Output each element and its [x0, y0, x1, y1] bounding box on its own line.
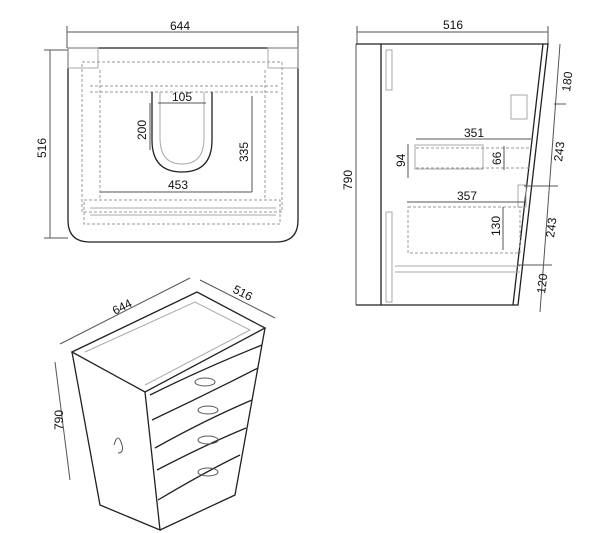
drawer1-depth-label: 351: [464, 126, 484, 140]
drain-height-label: 200: [135, 120, 149, 140]
side-handle-icon: [113, 437, 123, 454]
drawer2-depth-label: 357: [457, 189, 477, 203]
inner-height-label: 335: [237, 142, 251, 162]
iso-depth-label: 516: [231, 282, 255, 304]
drawer-handle-icon: [194, 377, 219, 477]
drain-width-label: 105: [172, 90, 192, 104]
iso-height-label: 790: [52, 410, 66, 430]
top-view: 644 516 105 200 335 453: [35, 19, 299, 243]
inner-width-label: 453: [168, 178, 188, 192]
seg-mid1-label: 243: [551, 140, 567, 162]
drawer2-height-label: 130: [489, 216, 503, 236]
side-height-label: 790: [341, 170, 355, 190]
drawer1-height-label: 94: [394, 153, 408, 167]
iso-width-label: 644: [110, 296, 134, 318]
side-depth-label: 516: [443, 18, 463, 32]
side-view: 516 790 351 94 66 357 130 180 243 243 12…: [341, 18, 575, 313]
drawer1-inner-label: 66: [490, 151, 504, 165]
top-depth-label: 516: [35, 138, 49, 158]
seg-bottom-label: 120: [534, 272, 550, 294]
seg-top-label: 180: [559, 70, 575, 92]
iso-view: 644 516 790: [52, 277, 276, 532]
top-width-label: 644: [170, 19, 190, 33]
seg-mid2-label: 243: [543, 216, 559, 238]
